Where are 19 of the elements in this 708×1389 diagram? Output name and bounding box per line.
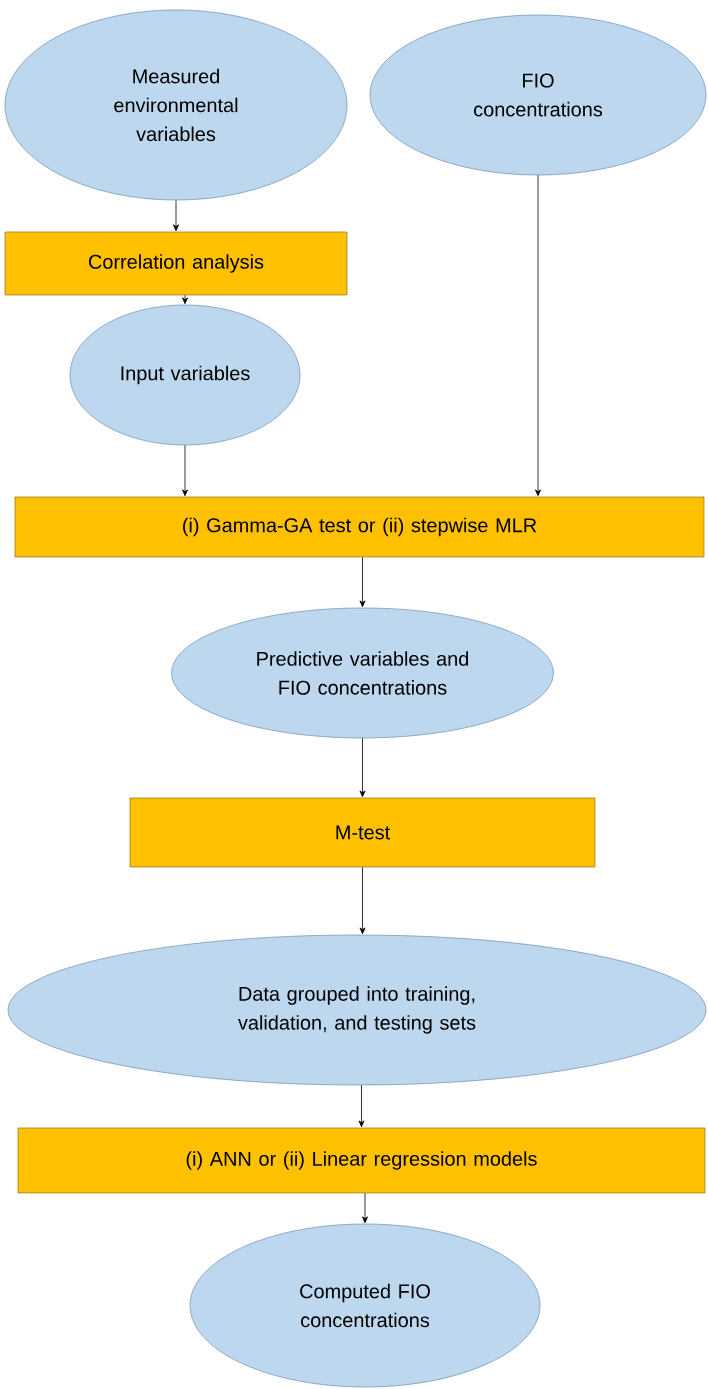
arrow	[359, 556, 366, 608]
process-box: M-test	[129, 797, 596, 868]
process-box: (i) Gamma-GA test or (ii) stepwise MLR	[14, 496, 705, 558]
arrow	[359, 866, 366, 935]
arrow	[182, 444, 188, 497]
process-box: Correlation analysis	[4, 231, 348, 296]
arrow	[359, 737, 366, 798]
arrow	[358, 1084, 365, 1128]
ellipse-node: Measured environmental variables	[4, 9, 348, 201]
arrow	[173, 199, 179, 232]
process-box: (i) ANN or (ii) Linear regression models	[17, 1127, 706, 1194]
ellipse-node: Input variables	[69, 304, 301, 446]
arrow	[535, 174, 541, 497]
arrow	[362, 1192, 368, 1224]
ellipse-node: Computed FIO concentrations	[189, 1223, 541, 1388]
ellipse-node: FIO concentrations	[369, 14, 707, 176]
ellipse-node: Data grouped into training, validation, and testing sets	[7, 934, 707, 1086]
ellipse-node: Predictive variables and FIO concentrations	[171, 607, 554, 739]
arrow	[182, 294, 188, 305]
